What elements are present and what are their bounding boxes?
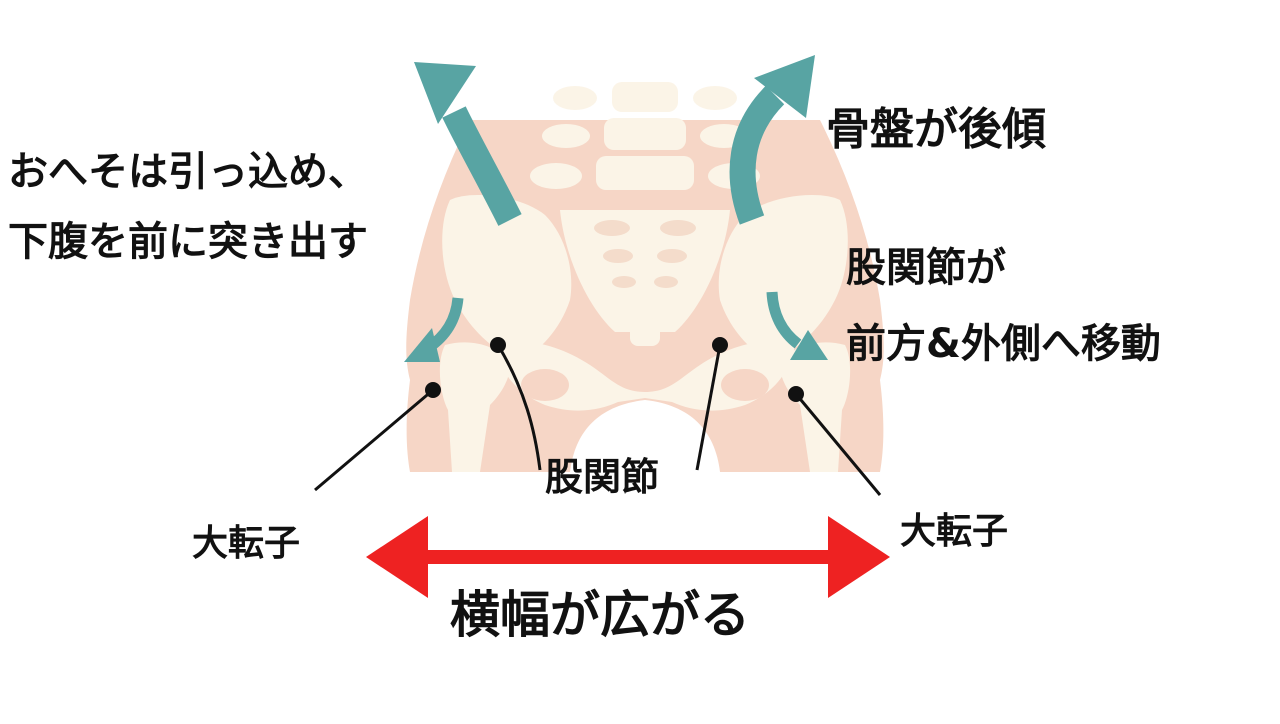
navel-instruction-line2: 下腹を前に突き出す xyxy=(8,219,368,265)
greater-trochanter-right-label: 大転子 xyxy=(900,511,1009,552)
greater-trochanter-right-dot xyxy=(788,386,804,402)
red-double-arrow-icon xyxy=(366,516,890,598)
right-upper-curved-arrow xyxy=(729,85,785,225)
right-lower-arrowhead xyxy=(790,330,828,360)
width-wider-label: 横幅が広がる xyxy=(450,586,750,644)
left-ilium xyxy=(442,195,572,362)
hip-move-label-line2: 前方&外側へ移動 xyxy=(846,321,1161,367)
leg-gap xyxy=(570,400,720,472)
pelvis-tilt-label: 骨盤が後傾 xyxy=(826,104,1046,155)
right-upper-arrowhead xyxy=(754,55,815,118)
greater-trochanter-left-dot xyxy=(425,382,441,398)
navel-instruction-line1: おへそは引っ込め、 xyxy=(8,149,368,195)
ilium-bones xyxy=(442,195,848,362)
teal-curved-arrow-icon xyxy=(404,55,828,362)
hip-joint-label: 股関節 xyxy=(545,455,660,499)
hip-joint-right-dot xyxy=(712,337,728,353)
left-upper-arrowhead xyxy=(414,62,476,124)
greater-trochanter-left-label: 大転子 xyxy=(192,523,301,564)
left-lower-arrowhead xyxy=(404,328,440,362)
left-femur xyxy=(439,342,510,472)
hip-move-label-line1: 股関節が xyxy=(846,245,1006,291)
lumbar-spine xyxy=(530,82,760,190)
leader-lines xyxy=(314,337,882,496)
right-ilium xyxy=(718,195,848,362)
hip-joint-left-dot xyxy=(490,337,506,353)
left-upper-curved-arrow xyxy=(442,106,522,226)
sacrum xyxy=(560,210,730,346)
right-lower-curved-arrow xyxy=(766,291,802,349)
